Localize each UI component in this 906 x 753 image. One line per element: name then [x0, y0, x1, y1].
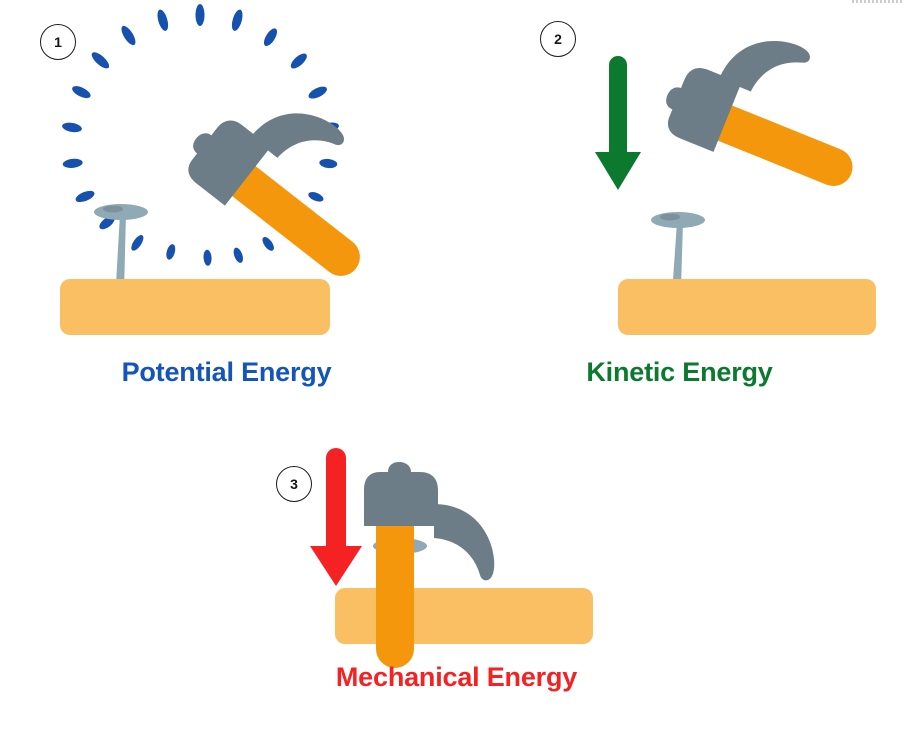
step-number: 1: [54, 34, 62, 50]
label-kinetic-energy: Kinetic Energy: [586, 357, 773, 387]
cropped-watermark: [852, 0, 904, 3]
step-badge-1: 1: [40, 24, 76, 60]
wooden-board: [335, 588, 593, 644]
panel-3-artwork: [310, 448, 593, 668]
hammer: [188, 113, 360, 276]
nail: [94, 204, 148, 292]
step-number: 3: [290, 476, 298, 492]
hammer: [666, 41, 853, 186]
panel-mechanical-energy: 3 Mechanical Energy: [230, 400, 683, 740]
step-badge-2: 2: [540, 21, 576, 57]
label-potential-energy: Potential Energy: [121, 357, 332, 387]
panel-1-artwork: [60, 4, 360, 335]
panel-2-artwork: [595, 41, 876, 335]
label-mechanical-energy: Mechanical Energy: [335, 662, 578, 692]
step-number: 2: [554, 31, 562, 47]
wooden-board: [618, 279, 876, 335]
wooden-board: [60, 279, 330, 335]
nail: [651, 212, 705, 288]
hammer: [364, 462, 495, 668]
panel-kinetic-energy: 2 Kinetic Energy: [453, 0, 906, 400]
green-down-arrow: [595, 56, 641, 190]
step-badge-3: 3: [276, 466, 312, 502]
red-down-arrow: [310, 448, 362, 586]
panel-potential-energy: 1 Potential Energy: [0, 0, 453, 400]
